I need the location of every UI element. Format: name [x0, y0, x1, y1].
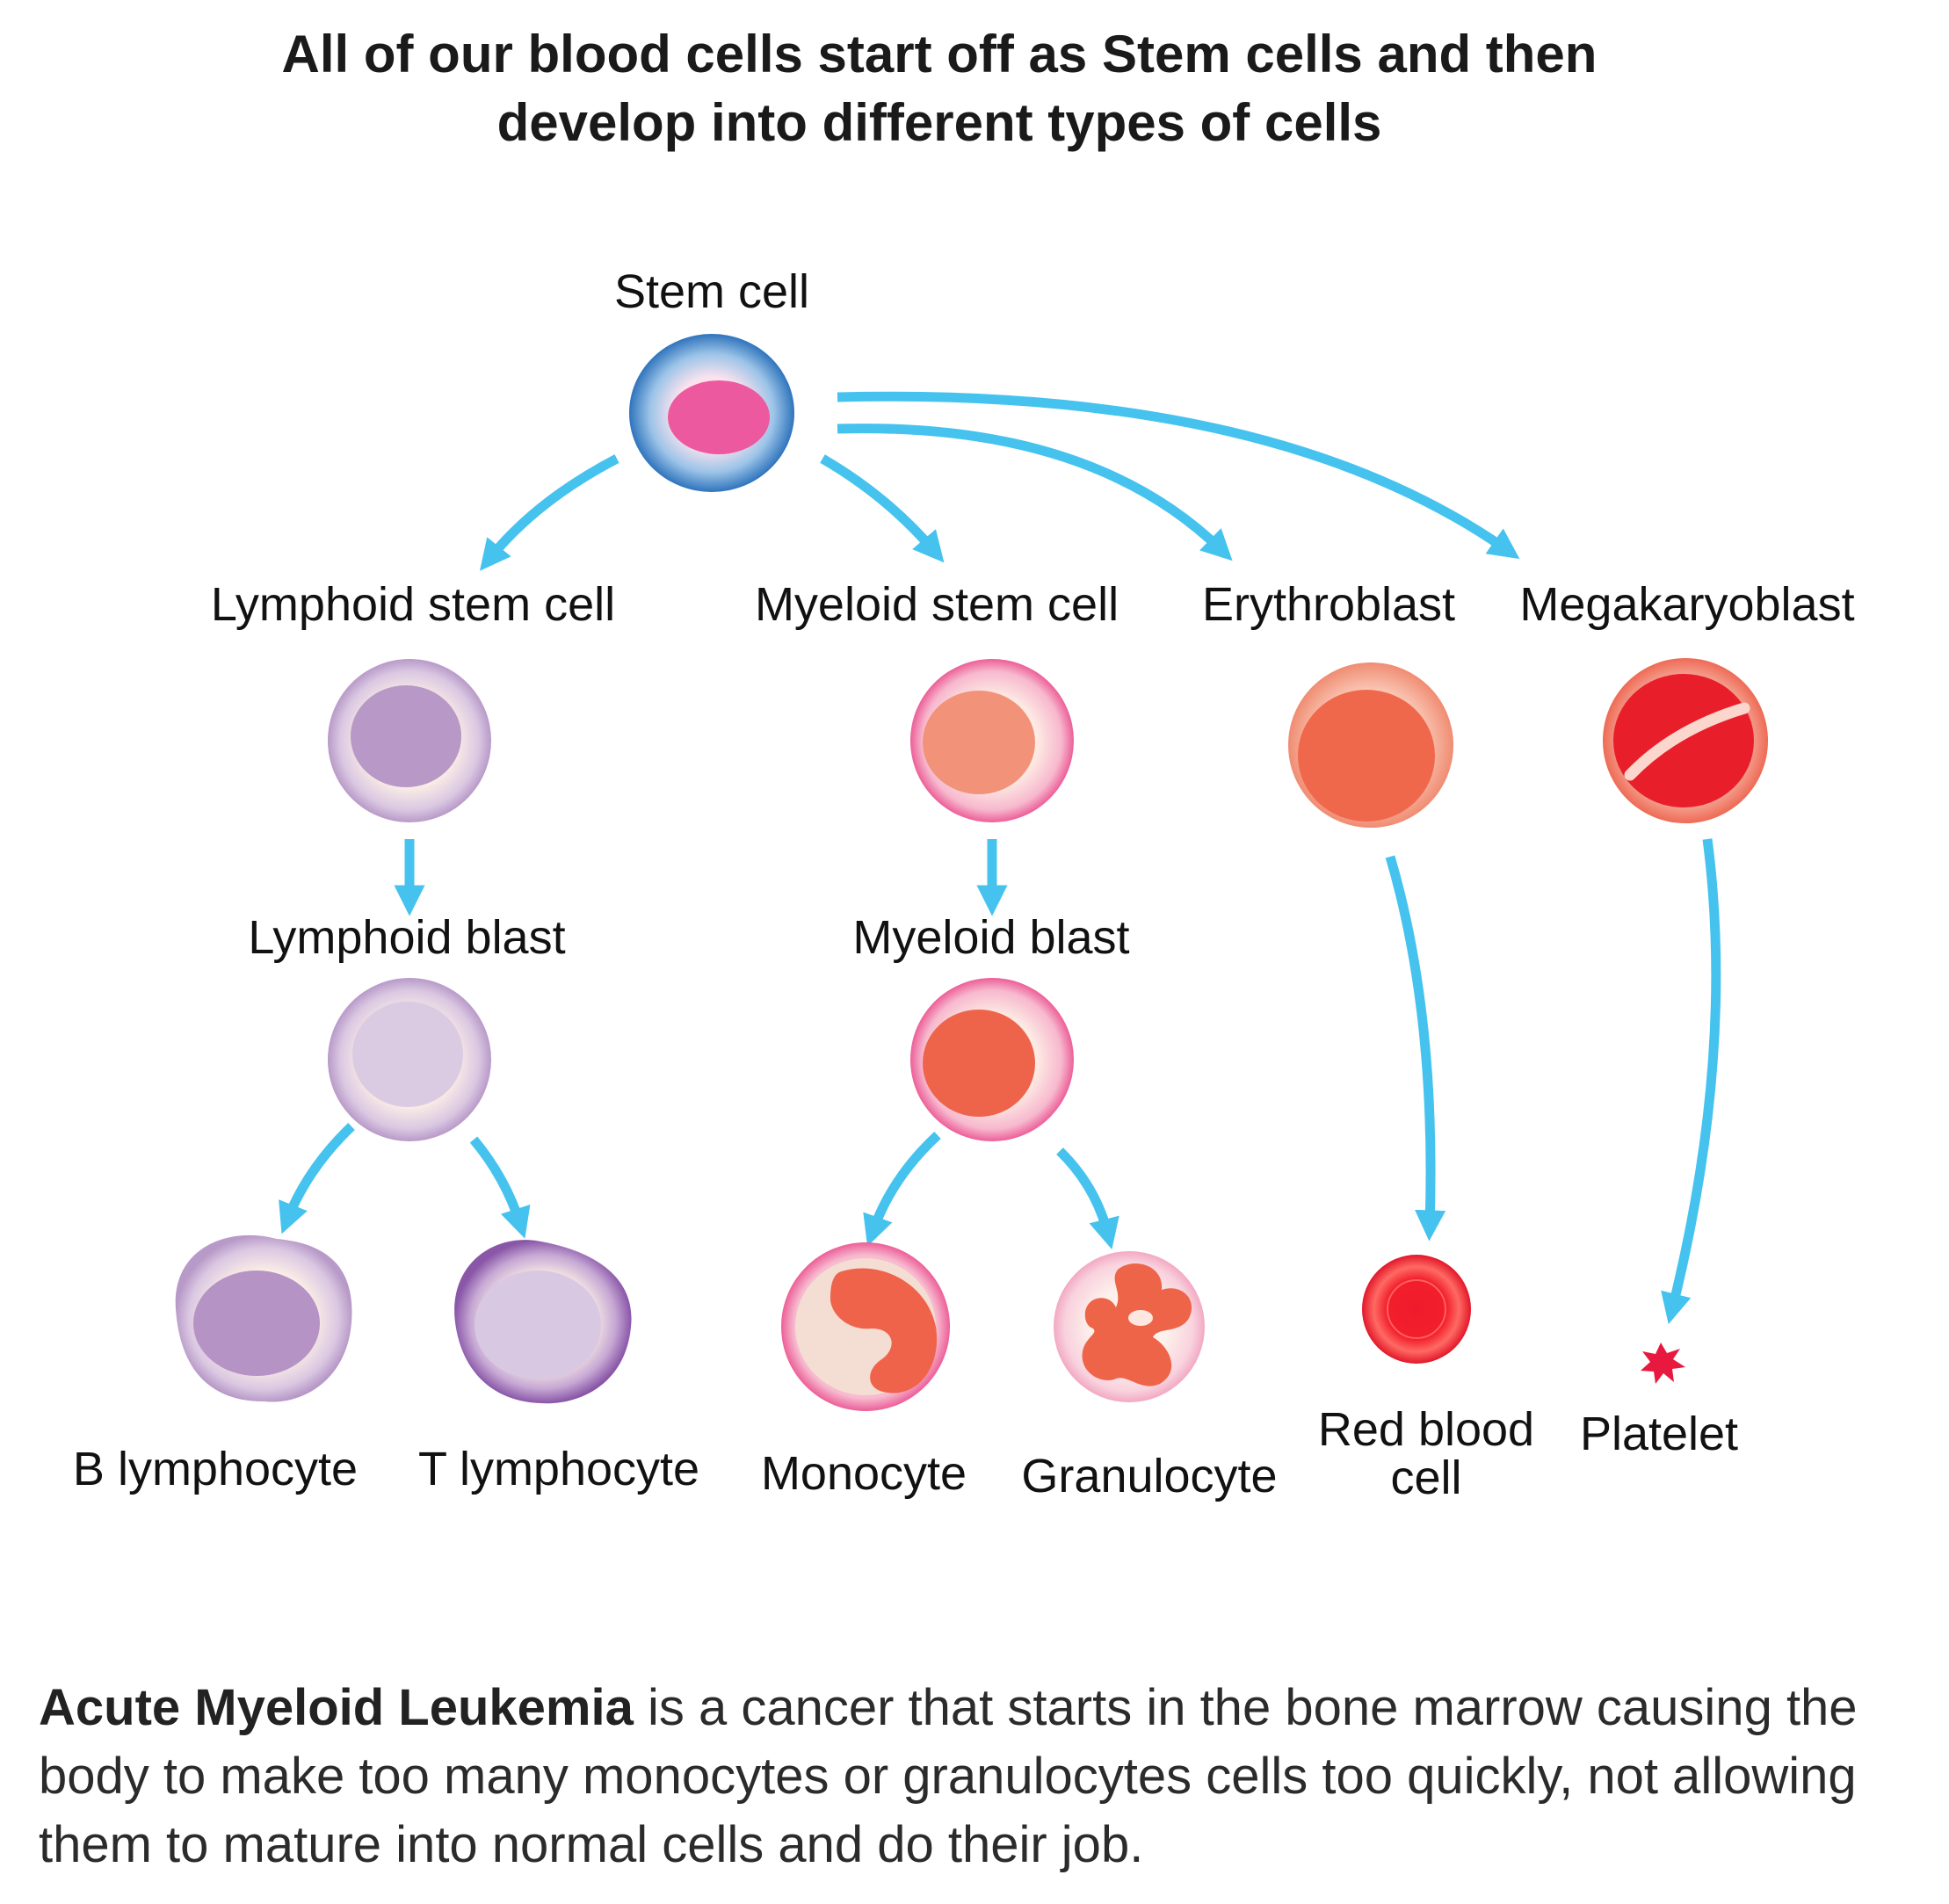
label-megakaryoblast: Megakaryoblast: [1519, 578, 1854, 631]
megakaryoblast: [1603, 658, 1768, 823]
title-line-2: develop into different types of cells: [497, 93, 1382, 152]
monocyte-cell: [781, 1242, 950, 1411]
arrow-blast-to-b-lymphocyte: [279, 1123, 355, 1234]
label-myeloid-stem-cell: Myeloid stem cell: [755, 578, 1119, 631]
arrow-stem-to-megakaryoblast: [837, 391, 1520, 560]
myeloid-stem-cell: [910, 659, 1074, 822]
label-stem-cell: Stem cell: [614, 265, 809, 318]
lymphoid-blast: [328, 978, 491, 1141]
label-myeloid-blast: Myeloid blast: [852, 911, 1129, 964]
label-red-blood-cell-line2: cell: [1390, 1452, 1461, 1504]
caption-bold-term: Acute Myeloid Leukemia: [39, 1679, 634, 1736]
lymphoid-stem-cell: [328, 659, 491, 822]
label-monocyte: Monocyte: [761, 1447, 967, 1500]
label-platelet: Platelet: [1580, 1408, 1738, 1460]
label-t-lymphocyte: T lymphocyte: [418, 1443, 699, 1495]
stem-cell: [629, 334, 794, 492]
caption-paragraph: Acute Myeloid Leukemia is a cancer that …: [39, 1674, 1928, 1879]
label-lymphoid-blast: Lymphoid blast: [248, 911, 565, 964]
red-blood-cell: [1362, 1255, 1471, 1364]
b-lymphocyte-cell: [175, 1234, 352, 1402]
label-erythroblast: Erythroblast: [1202, 578, 1455, 631]
label-b-lymphocyte: B lymphocyte: [73, 1443, 358, 1495]
t-lymphocyte-cell: [454, 1240, 632, 1404]
arrow-stem-to-myeloid: [820, 454, 945, 563]
label-granulocyte: Granulocyte: [1021, 1450, 1277, 1502]
arrow-erythroblast-to-rbc: [1385, 855, 1446, 1242]
arrow-blast-to-granulocyte: [1056, 1147, 1119, 1250]
arrow-stem-to-lymphoid: [479, 454, 619, 571]
arrow-megakaryoblast-to-platelet: [1661, 838, 1721, 1325]
arrow-blast-to-monocyte: [863, 1131, 941, 1247]
label-lymphoid-stem-cell: Lymphoid stem cell: [211, 578, 615, 631]
erythroblast: [1288, 662, 1453, 828]
myeloid-blast: [910, 978, 1074, 1141]
granulocyte-cell: [1054, 1251, 1205, 1402]
label-red-blood-cell-line1: Red blood: [1318, 1403, 1534, 1456]
title-line-1: All of our blood cells start off as Stem…: [282, 25, 1598, 83]
caption-text: is a cancer that starts in the bone marr…: [39, 1679, 1858, 1873]
arrow-stem-to-erythroblast: [837, 424, 1233, 561]
arrow-blast-to-t-lymphocyte: [469, 1136, 531, 1239]
platelet-cell: [1641, 1343, 1685, 1384]
